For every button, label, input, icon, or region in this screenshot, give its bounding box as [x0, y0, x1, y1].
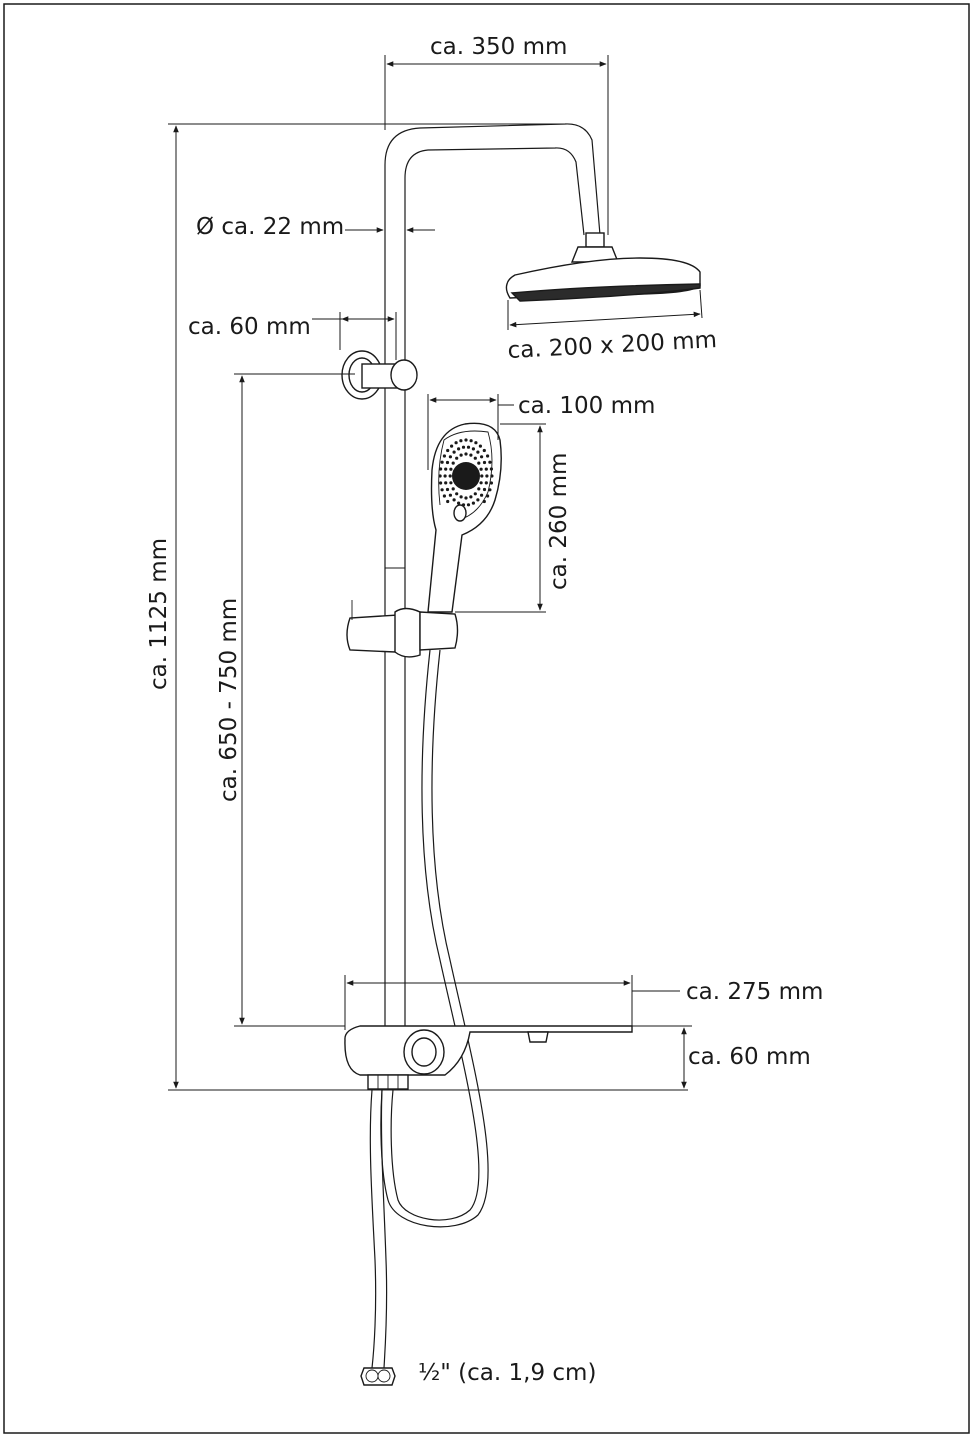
nozzle-dot: [489, 481, 493, 485]
shower-riser-pipe: [384, 123, 601, 1080]
nozzle-dot: [478, 444, 482, 448]
nozzle-dot: [444, 467, 448, 471]
nozzle-dot: [452, 450, 456, 454]
nozzle-dot: [455, 492, 459, 496]
nozzle-dot: [448, 474, 452, 478]
slide-holder: [346, 600, 459, 658]
label-hand-shower-length: ca. 260 mm: [546, 453, 572, 590]
nozzle-dot: [469, 453, 473, 457]
nozzle-dot: [489, 467, 493, 471]
nozzle-dot: [477, 461, 481, 465]
nozzle-dot: [486, 454, 490, 458]
label-total-height: ca. 1125 mm: [146, 538, 172, 690]
nozzle-dot: [464, 438, 468, 442]
nozzle-dot: [455, 456, 459, 460]
nozzle-dot: [439, 481, 443, 485]
nozzle-dot: [461, 445, 466, 449]
nozzle-dot: [480, 474, 484, 478]
label-width-total: ca. 350 mm: [430, 34, 567, 60]
nozzle-dot: [439, 467, 443, 471]
nozzle-dot: [459, 495, 463, 499]
shower-hose: [369, 649, 489, 1369]
nozzle-dot: [459, 453, 463, 457]
nozzle-dot: [440, 460, 444, 464]
label-adjustable-height: ca. 650 - 750 mm: [216, 598, 242, 802]
nozzle-dot: [471, 501, 475, 505]
nozzle-dot: [473, 492, 477, 496]
nozzle-dot: [482, 460, 487, 465]
nozzle-dot: [479, 467, 483, 471]
nozzle-dot: [476, 450, 480, 454]
nozzle-dot: [482, 487, 487, 492]
nozzle-dot: [440, 488, 444, 492]
nozzle-dot: [443, 474, 447, 478]
label-connection: ½" (ca. 1,9 cm): [418, 1360, 596, 1386]
nozzle-dot: [451, 461, 455, 465]
nozzle-dot: [461, 503, 466, 507]
nozzle-dot: [482, 499, 486, 504]
nozzle-dot: [449, 481, 453, 485]
hose-connector-nut: [360, 1367, 396, 1386]
nozzle-dot: [446, 499, 450, 504]
nozzle-dot: [446, 448, 450, 453]
nozzle-dot: [445, 487, 450, 492]
nozzle-dot: [448, 455, 452, 459]
shelf-thermostat-holder: [344, 1025, 633, 1090]
nozzle-dot: [464, 452, 468, 456]
nozzle-dot: [445, 460, 450, 465]
nozzle-dot: [448, 493, 452, 497]
nozzle-dot: [490, 474, 494, 478]
head-shower: [505, 232, 701, 302]
nozzle-dot: [482, 448, 486, 453]
nozzle-dot: [454, 441, 458, 445]
nozzle-dot: [442, 454, 446, 458]
nozzle-dot: [469, 439, 473, 443]
nozzle-dot: [459, 439, 463, 443]
nozzle-dot: [480, 455, 484, 459]
label-wall-bracket-offset: ca. 60 mm: [188, 314, 311, 340]
nozzle-dot: [449, 467, 453, 471]
wall-bracket: [341, 350, 418, 400]
nozzle-dot: [442, 494, 446, 498]
nozzle-dot: [466, 445, 471, 449]
nozzle-dot: [484, 467, 488, 471]
nozzle-dot: [466, 503, 471, 507]
nozzle-dot: [488, 460, 492, 464]
hand-shower-nozzles: [438, 438, 494, 507]
nozzle-dot: [451, 487, 455, 491]
nozzle-dot: [473, 456, 477, 460]
nozzle-dot: [476, 498, 480, 502]
hand-shower: [427, 422, 502, 613]
nozzle-dot: [480, 493, 484, 497]
nozzle-dot: [450, 444, 454, 448]
label-shelf-width: ca. 275 mm: [686, 979, 823, 1005]
label-pipe-diameter: Ø ca. 22 mm: [196, 214, 344, 240]
nozzle-dot: [452, 498, 456, 502]
nozzle-dot: [469, 495, 473, 499]
label-head-shower-size: ca. 200 x 200 mm: [507, 327, 718, 364]
nozzle-dot: [457, 447, 461, 451]
nozzle-dot: [457, 501, 461, 505]
nozzle-dot: [484, 481, 488, 485]
nozzle-dot: [464, 496, 468, 500]
nozzle-dot: [444, 481, 448, 485]
nozzle-dot: [471, 447, 475, 451]
nozzle-dot: [477, 487, 481, 491]
nozzle-dot: [474, 441, 478, 445]
frame-border: [3, 3, 970, 1434]
nozzle-dot: [479, 481, 483, 485]
nozzle-dot: [485, 474, 489, 478]
nozzle-dot: [486, 494, 490, 498]
label-hand-shower-width: ca. 100 mm: [518, 393, 655, 419]
label-shelf-height: ca. 60 mm: [688, 1044, 811, 1070]
nozzle-dot: [488, 488, 492, 492]
nozzle-dot: [438, 474, 442, 478]
